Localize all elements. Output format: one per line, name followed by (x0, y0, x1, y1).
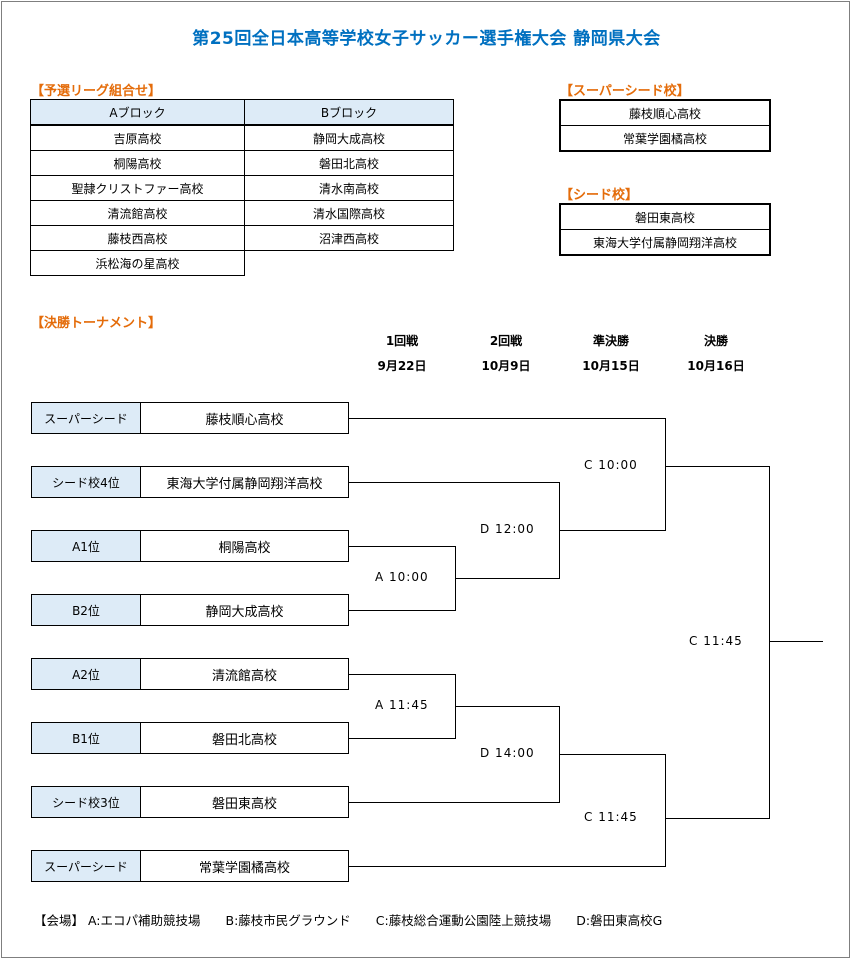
bracket-line (349, 866, 665, 867)
semifinal-date: 10月15日 (582, 359, 640, 373)
entry-team: 桐陽高校 (218, 540, 271, 556)
a-team: 桐陽高校 (30, 150, 245, 176)
entry-team: 常葉学園橘高校 (198, 860, 290, 876)
b-team: 静岡大成高校 (244, 124, 454, 151)
round-1-date: 9月22日 (377, 359, 427, 373)
league-heading: 【予選リーグ組合せ】 (31, 84, 162, 99)
a-team: 藤枝西高校 (30, 225, 245, 251)
round-2-name: 2回戦 (489, 334, 523, 348)
bracket-line (665, 466, 769, 467)
league-table: Aブロック Bブロック 吉原高校静岡大成高校 桐陽高校磐田北高校 聖隷クリストフ… (30, 99, 454, 276)
seed-team: 磐田東高校 (559, 203, 771, 230)
page-title: 第25回全日本高等学校女子サッカー選手権大会 静岡県大会 (192, 29, 661, 49)
bracket-entry: スーパーシード 常葉学園橘高校 (31, 850, 349, 882)
bracket-entry: A1位 桐陽高校 (31, 530, 349, 562)
bracket-entry: B2位 静岡大成高校 (31, 594, 349, 626)
bracket-line (559, 530, 665, 531)
entry-team: 静岡大成高校 (205, 604, 284, 620)
bracket-entry: シード校4位 東海大学付属静岡翔洋高校 (31, 466, 349, 498)
match-label-r1-bottom: A 11:45 (375, 698, 429, 712)
b-team: 沼津西高校 (244, 225, 454, 251)
entry-team: 藤枝順心高校 (205, 412, 284, 428)
entry-team: 磐田東高校 (211, 796, 277, 812)
a-team: 聖隷クリストファー高校 (30, 175, 245, 201)
bracket-entry: A2位 清流館高校 (31, 658, 349, 690)
b-team: 磐田北高校 (244, 150, 454, 176)
a-block-header: Aブロック (30, 99, 245, 126)
semifinal-name: 準決勝 (592, 334, 629, 348)
entry-team: 東海大学付属静岡翔洋高校 (166, 476, 323, 492)
bracket-line (665, 818, 769, 819)
bracket-line (349, 674, 455, 675)
bracket-entry: スーパーシード 藤枝順心高校 (31, 402, 349, 434)
super-seed-team: 藤枝順心高校 (559, 99, 771, 126)
seed-team: 東海大学付属静岡翔洋高校 (559, 229, 771, 256)
bracket-line (455, 706, 559, 707)
match-label-r1-top: A 10:00 (375, 570, 429, 584)
match-label-final: C 11:45 (689, 634, 743, 648)
bracket-line (349, 738, 455, 739)
b-block-header: Bブロック (244, 99, 454, 126)
bracket-line (349, 418, 665, 419)
empty-cell (244, 250, 454, 276)
match-label-sf-bottom: C 11:45 (584, 810, 638, 824)
a-team: 吉原高校 (30, 124, 245, 151)
bracket-line (349, 482, 559, 483)
venue-legend: 【会場】 A:エコパ補助競技場 B:藤枝市民グラウンド C:藤枝総合運動公園陸上… (34, 913, 663, 928)
b-team: 清水国際高校 (244, 200, 454, 226)
bracket-line (349, 802, 559, 803)
super-seed-table: 藤枝順心高校 常葉学園橘高校 (559, 99, 771, 152)
entry-seed: A2位 (32, 659, 141, 689)
entry-seed: スーパーシード (32, 851, 141, 881)
match-label-r2-top: D 12:00 (480, 522, 535, 536)
super-seed-team: 常葉学園橘高校 (559, 125, 771, 152)
final-name: 決勝 (703, 334, 728, 348)
bracket-entry: B1位 磐田北高校 (31, 722, 349, 754)
a-team: 清流館高校 (30, 200, 245, 226)
match-label-sf-top: C 10:00 (584, 458, 638, 472)
entry-seed: B2位 (32, 595, 141, 625)
round-2-date: 10月9日 (481, 359, 531, 373)
super-seed-heading: 【スーパーシード校】 (560, 84, 690, 99)
entry-team: 清流館高校 (211, 668, 277, 684)
bracket-line (349, 610, 455, 611)
bracket-line (769, 466, 770, 819)
bracket-line (559, 754, 665, 755)
bracket-entry: シード校3位 磐田東高校 (31, 786, 349, 818)
entry-seed: A1位 (32, 531, 141, 561)
entry-team: 磐田北高校 (211, 732, 277, 748)
final-date: 10月16日 (687, 359, 745, 373)
entry-seed: B1位 (32, 723, 141, 753)
tournament-heading: 【決勝トーナメント】 (31, 316, 162, 331)
bracket-line (769, 641, 823, 642)
bracket-line (349, 546, 455, 547)
entry-seed: スーパーシード (32, 403, 141, 433)
b-team: 清水南高校 (244, 175, 454, 201)
bracket-line (665, 418, 666, 531)
entry-seed: シード校3位 (32, 787, 141, 817)
bracket-line (455, 578, 559, 579)
match-label-r2-bottom: D 14:00 (480, 746, 535, 760)
entry-seed: シード校4位 (32, 467, 141, 497)
a-team: 浜松海の星高校 (30, 250, 245, 276)
seed-table: 磐田東高校 東海大学付属静岡翔洋高校 (559, 203, 771, 256)
round-1-name: 1回戦 (385, 334, 419, 348)
bracket-line (665, 754, 666, 867)
seed-heading: 【シード校】 (560, 188, 639, 203)
